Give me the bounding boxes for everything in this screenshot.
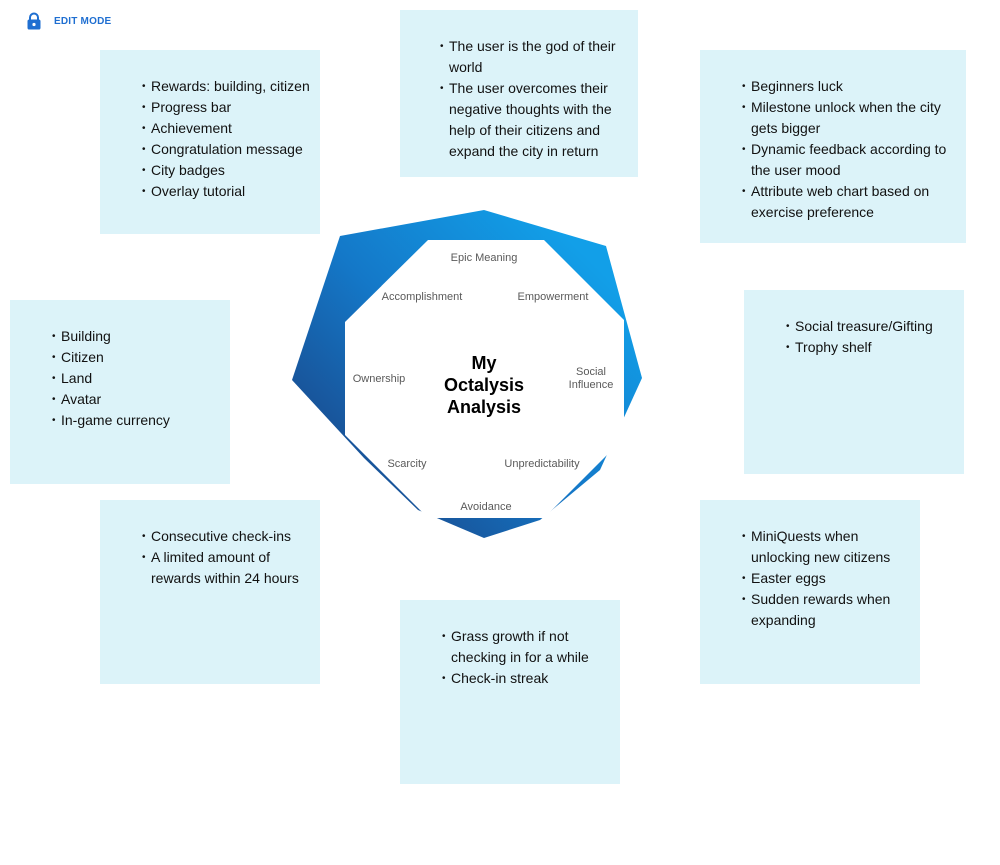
note-bullet-item: Citizen bbox=[52, 347, 220, 368]
title-line-3: Analysis bbox=[446, 397, 522, 417]
note-list: Social treasure/GiftingTrophy shelf bbox=[786, 316, 956, 358]
note-bullet-item: Achievement bbox=[142, 118, 312, 139]
social-influence-line1: Social bbox=[576, 366, 606, 378]
note-bullet-item: Grass growth if not checking in for a wh… bbox=[442, 626, 610, 668]
note-bullet-item: Trophy shelf bbox=[786, 337, 956, 358]
note-bullet-item: Rewards: building, citizen bbox=[142, 76, 312, 97]
note-list: BuildingCitizenLandAvatarIn-game currenc… bbox=[52, 326, 220, 431]
note-avoidance[interactable]: Grass growth if not checking in for a wh… bbox=[400, 600, 620, 784]
drive-label-scarcity: Scarcity bbox=[387, 458, 427, 470]
note-unpredictability[interactable]: MiniQuests when unlocking new citizensEa… bbox=[700, 500, 920, 684]
note-bullet-item: Avatar bbox=[52, 389, 220, 410]
title-line-2: Octalysis bbox=[443, 375, 525, 395]
note-bullet-item: City badges bbox=[142, 160, 312, 181]
note-list: Rewards: building, citizenProgress barAc… bbox=[142, 76, 312, 202]
note-bullet-item: Attribute web chart based on exercise pr… bbox=[742, 181, 956, 223]
drive-label-ownership: Ownership bbox=[352, 373, 406, 385]
note-epic-meaning[interactable]: The user is the god of their worldThe us… bbox=[400, 10, 638, 177]
drive-label-accomplishment: Accomplishment bbox=[381, 291, 463, 303]
note-bullet-item: Overlay tutorial bbox=[142, 181, 312, 202]
note-list: MiniQuests when unlocking new citizensEa… bbox=[742, 526, 910, 631]
drive-label-avoidance: Avoidance bbox=[460, 501, 512, 513]
note-bullet-item: The user is the god of their world bbox=[440, 36, 628, 78]
note-list: Beginners luckMilestone unlock when the … bbox=[742, 76, 956, 223]
drive-label-social-influence: Social Influence bbox=[560, 366, 622, 392]
note-accomplishment[interactable]: Rewards: building, citizenProgress barAc… bbox=[100, 50, 320, 234]
note-bullet-item: Social treasure/Gifting bbox=[786, 316, 956, 337]
edit-mode-label: EDIT MODE bbox=[54, 15, 112, 27]
note-list: The user is the god of their worldThe us… bbox=[440, 36, 628, 162]
note-bullet-item: Dynamic feedback according to the user m… bbox=[742, 139, 956, 181]
edit-mode-toggle[interactable]: EDIT MODE bbox=[26, 12, 111, 30]
note-social-influence[interactable]: Social treasure/GiftingTrophy shelf bbox=[744, 290, 964, 474]
note-bullet-item: Beginners luck bbox=[742, 76, 956, 97]
note-list: Consecutive check-insA limited amount of… bbox=[142, 526, 310, 589]
note-bullet-item: Building bbox=[52, 326, 220, 347]
note-bullet-item: Sudden rewards when expanding bbox=[742, 589, 910, 631]
note-empowerment[interactable]: Beginners luckMilestone unlock when the … bbox=[700, 50, 966, 243]
note-bullet-item: In-game currency bbox=[52, 410, 220, 431]
drive-label-unpredictability: Unpredictability bbox=[504, 458, 580, 470]
note-bullet-item: Easter eggs bbox=[742, 568, 910, 589]
note-bullet-item: Milestone unlock when the city gets bigg… bbox=[742, 97, 956, 139]
note-list: Grass growth if not checking in for a wh… bbox=[442, 626, 610, 689]
note-scarcity[interactable]: Consecutive check-insA limited amount of… bbox=[100, 500, 320, 684]
octagon-inner-panel bbox=[345, 240, 624, 518]
note-bullet-item: A limited amount of rewards within 24 ho… bbox=[142, 547, 310, 589]
note-bullet-item: Consecutive check-ins bbox=[142, 526, 310, 547]
note-ownership[interactable]: BuildingCitizenLandAvatarIn-game currenc… bbox=[10, 300, 230, 484]
note-bullet-item: Congratulation message bbox=[142, 139, 312, 160]
note-bullet-item: Progress bar bbox=[142, 97, 312, 118]
drive-label-empowerment: Empowerment bbox=[517, 291, 589, 303]
social-influence-line2: Influence bbox=[568, 379, 614, 391]
note-bullet-item: The user overcomes their negative though… bbox=[440, 78, 628, 162]
drive-label-epic-meaning: Epic Meaning bbox=[450, 252, 518, 264]
note-bullet-item: Check-in streak bbox=[442, 668, 610, 689]
note-bullet-item: Land bbox=[52, 368, 220, 389]
title-line-1: My bbox=[471, 353, 497, 373]
note-bullet-item: MiniQuests when unlocking new citizens bbox=[742, 526, 910, 568]
diagram-title: My Octalysis Analysis bbox=[414, 352, 554, 418]
lock-icon bbox=[27, 12, 41, 30]
